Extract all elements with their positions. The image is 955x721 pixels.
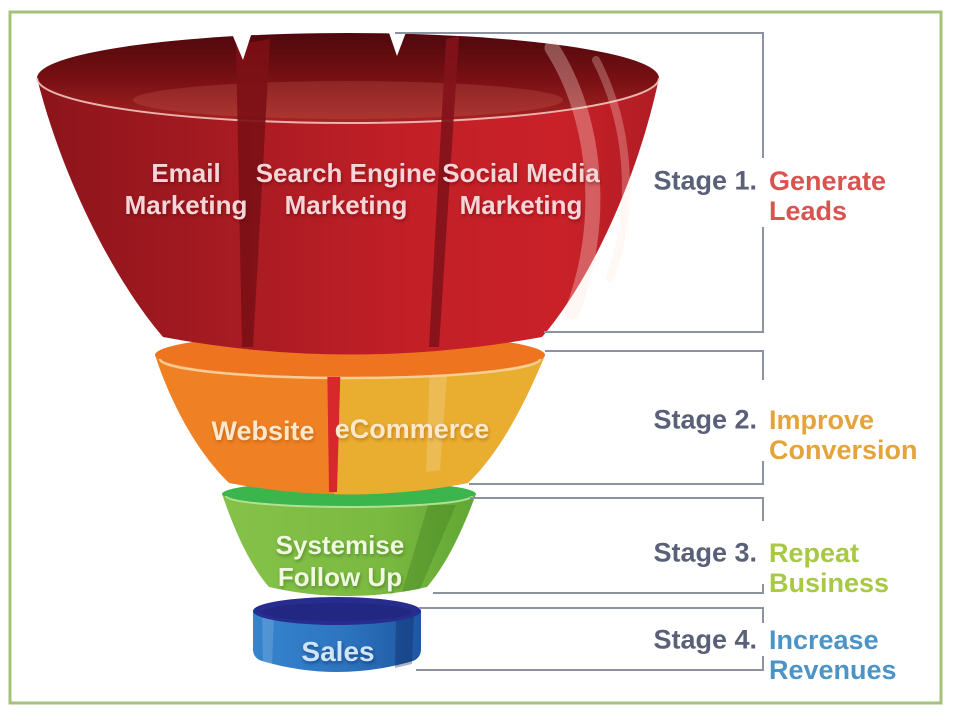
bracket-stage4-top	[419, 607, 764, 623]
bracket-stage4-bottom	[416, 656, 764, 671]
label-line: Systemise	[275, 530, 405, 560]
bracket-stage1-bottom	[544, 227, 764, 333]
funnel-stage1-red-bowl	[36, 27, 660, 355]
stage4-highlight-band	[262, 614, 274, 666]
stage1-front-rim-highlight	[36, 77, 660, 124]
stage1-gloss-swoosh-1	[544, 40, 601, 320]
stage-desc-line: Revenues	[769, 655, 897, 685]
label-ecommerce: eCommerce	[334, 414, 490, 444]
stage4-number: Stage 4.	[653, 624, 757, 655]
stage-desc-line: Business	[769, 568, 890, 598]
stage2-gloss-streak	[426, 362, 448, 472]
bracket-stage3-top	[470, 497, 764, 521]
stage3-number: Stage 3.	[653, 537, 757, 568]
stage1-mouth-interior	[37, 33, 659, 123]
stage3-description: Repeat Business	[769, 538, 889, 598]
stage1-gloss-swoosh-2	[592, 56, 630, 282]
label-line: Marketing	[124, 190, 248, 220]
stage3-rim-highlight	[225, 495, 473, 508]
stage2-divider-strip	[327, 355, 341, 492]
stage1-rim-notch-left	[230, 29, 253, 60]
stage2-rim-highlight	[158, 358, 542, 380]
label-sales: Sales	[301, 636, 375, 667]
label-line: Marketing	[284, 190, 408, 220]
label-social-media-marketing: Social Media Marketing	[442, 157, 600, 221]
label-email-marketing: Email Marketing	[125, 157, 248, 221]
bracket-stage1-top	[395, 32, 764, 158]
stage-desc-line: Generate	[769, 166, 887, 196]
stage3-body	[222, 494, 476, 596]
stage2-number: Stage 2.	[653, 404, 757, 435]
stage4-shadow-band	[395, 613, 414, 668]
label-line: Search Engine	[255, 158, 437, 188]
label-search-engine-marketing: Search Engine Marketing	[256, 157, 437, 221]
stage-desc-line: Increase	[769, 625, 879, 655]
bracket-stage3-bottom	[433, 584, 764, 594]
stage-desc-line: Leads	[769, 196, 848, 226]
stage-desc-line: Conversion	[769, 435, 918, 465]
label-line: Email	[151, 158, 221, 188]
bracket-stage2-bottom	[469, 461, 764, 485]
label-line: Social Media	[442, 158, 600, 188]
stage4-top-inner-shade	[262, 603, 412, 621]
stage-desc-line: Repeat	[769, 538, 860, 568]
stage-bracket-lines	[395, 32, 764, 671]
stage4-description: Increase Revenues	[769, 625, 897, 685]
funnel-stage4-sales-cylinder	[253, 597, 421, 672]
stage4-body	[253, 611, 421, 672]
stage2-description: Improve Conversion	[769, 405, 918, 465]
stage1-body	[37, 78, 659, 355]
stage1-cut-band-right	[429, 36, 459, 347]
stage1-cut-band-left	[236, 39, 270, 347]
frame-border	[8, 10, 943, 705]
label-line: Marketing	[459, 190, 583, 220]
stage-desc-line: Improve	[769, 405, 875, 435]
label-systemise-follow-up: Systemise Follow Up	[276, 529, 405, 593]
bracket-stage2-top	[545, 350, 764, 380]
stage1-mouth-glow	[133, 81, 563, 119]
stage1-rim-notch-right	[387, 27, 408, 56]
label-line: Follow Up	[277, 562, 403, 592]
stage1-number: Stage 1.	[653, 165, 757, 196]
stage3-shadow-band	[402, 505, 456, 592]
stage1-description: Generate Leads	[769, 166, 886, 226]
label-website: Website	[211, 416, 315, 446]
